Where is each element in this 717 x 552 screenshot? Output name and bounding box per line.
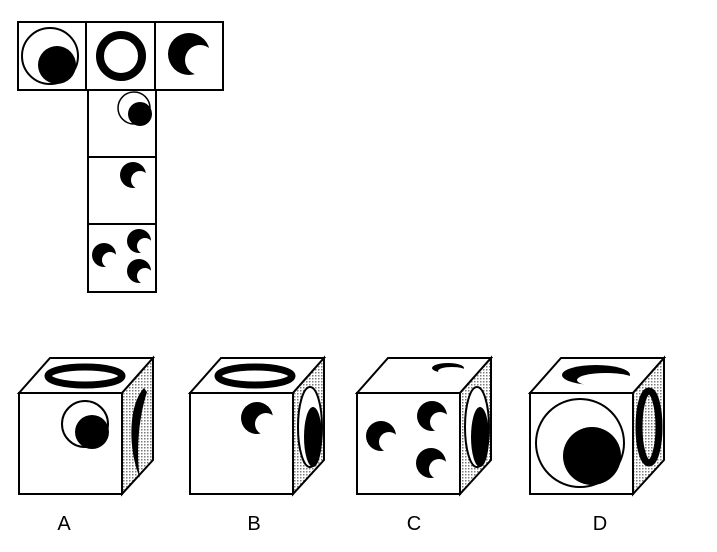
net-face-circle-with-dot bbox=[17, 21, 87, 91]
option-c-cube[interactable] bbox=[354, 355, 494, 497]
net-face-crescent bbox=[154, 21, 224, 91]
cube-net bbox=[17, 21, 224, 293]
option-b-cube[interactable] bbox=[187, 355, 327, 497]
option-d-label: D bbox=[593, 513, 607, 535]
option-b-label: B bbox=[247, 513, 260, 535]
net-face-three-crescents bbox=[87, 223, 157, 293]
crescent-mark bbox=[127, 259, 153, 284]
option-c-label: C bbox=[407, 513, 421, 535]
net-face-thick-ring bbox=[85, 21, 156, 91]
option-d-cube[interactable] bbox=[527, 355, 667, 497]
option-a-label: A bbox=[57, 513, 71, 535]
net-face-small-circle-with-dot bbox=[87, 89, 157, 158]
crescent-mark bbox=[127, 229, 153, 254]
net-face-small-crescent bbox=[87, 156, 157, 225]
crescent-mark bbox=[92, 243, 118, 268]
option-a-cube[interactable] bbox=[16, 355, 156, 497]
